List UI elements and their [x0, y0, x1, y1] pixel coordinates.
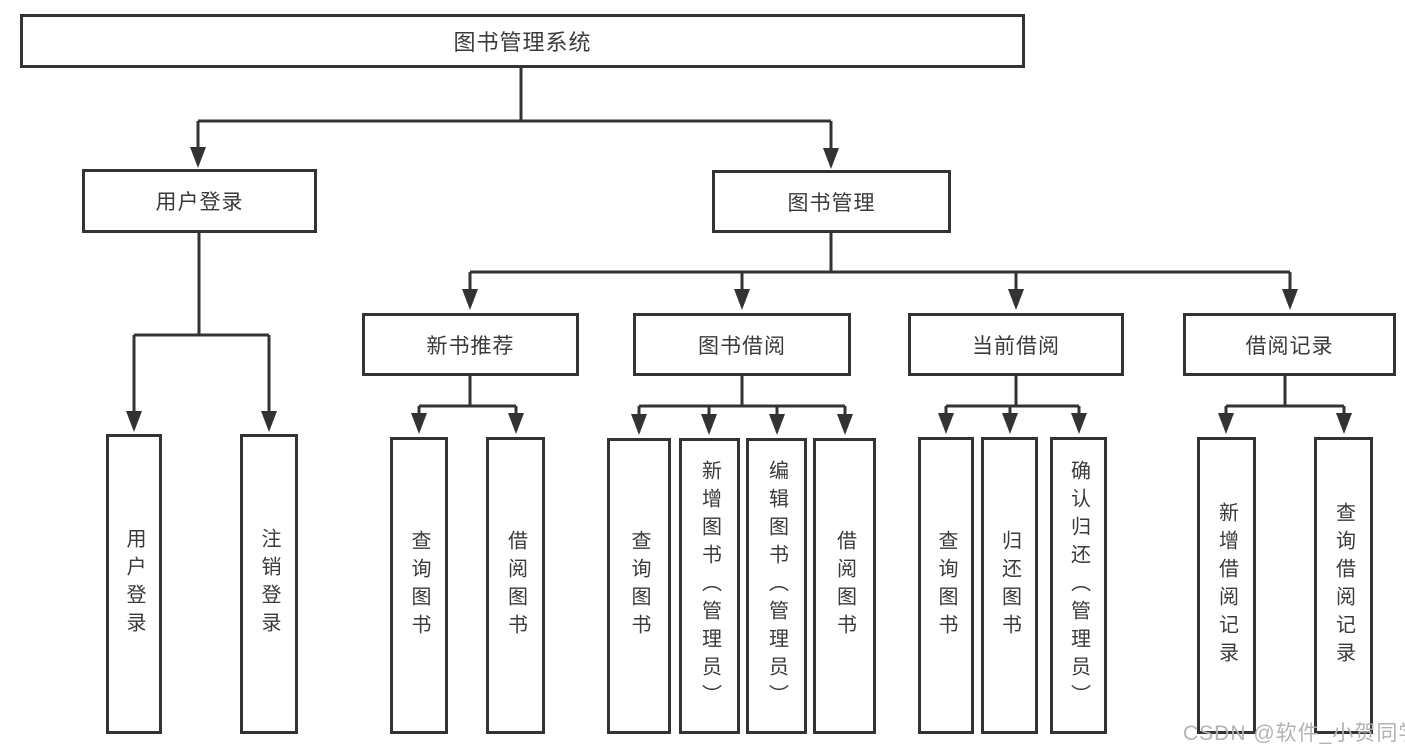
leaf-user-login: 用户登录: [106, 434, 162, 734]
node-user-login: 用户登录: [82, 169, 317, 233]
leaf-return-books: 归还图书: [981, 437, 1038, 734]
arrowheads-newbook-leaves: [411, 413, 524, 434]
leaf-label: 查询图书: [408, 529, 430, 642]
node-book-borrowing: 图书借阅: [633, 313, 851, 376]
leaf-label: 确认归还（管理员）: [1067, 459, 1090, 712]
leaf-label: 用户登录: [123, 528, 145, 640]
leaf-label: 新增图书（管理员）: [698, 460, 721, 712]
connector-records-to-leaves: [1224, 376, 1346, 415]
leaf-add-books-admin: 新增图书（管理员）: [679, 438, 740, 734]
connector-bookborrow-to-leaves: [637, 376, 847, 416]
connector-newbook-to-leaves: [417, 376, 518, 415]
arrowheads-level3: [462, 289, 1298, 310]
connector-userlogin-to-leaves: [132, 233, 271, 413]
node-library-management-system: 图书管理系统: [20, 14, 1025, 68]
leaf-label: 查询图书: [628, 530, 650, 642]
node-label: 图书管理: [787, 191, 876, 215]
arrowheads-current-leaves: [938, 413, 1087, 434]
arrowheads-level2: [190, 147, 839, 169]
leaf-borrow-books-2: 借阅图书: [813, 438, 876, 734]
leaf-label: 新增借阅记录: [1215, 501, 1238, 670]
leaf-label: 借阅图书: [833, 530, 856, 642]
connector-root-to-level2: [196, 66, 833, 151]
node-label: 用户登录: [155, 191, 244, 214]
node-label: 借阅记录: [1245, 334, 1334, 358]
leaf-query-borrow-record: 查询借阅记录: [1314, 437, 1373, 734]
leaf-confirm-return-admin: 确认归还（管理员）: [1050, 437, 1107, 734]
leaf-borrow-books-1: 借阅图书: [486, 437, 545, 734]
node-current-borrowing: 当前借阅: [908, 313, 1124, 376]
leaf-query-books-2: 查询图书: [607, 438, 671, 734]
arrowheads-records-leaves: [1218, 413, 1352, 434]
leaf-label: 注销登录: [258, 528, 280, 640]
arrowheads-userlogin-leaves: [126, 411, 277, 432]
leaf-label: 查询图书: [935, 529, 957, 642]
leaf-add-borrow-record: 新增借阅记录: [1197, 437, 1256, 734]
leaf-query-books-1: 查询图书: [390, 437, 448, 734]
leaf-query-books-3: 查询图书: [918, 437, 974, 734]
node-label: 当前借阅: [972, 334, 1060, 358]
leaf-label: 归还图书: [998, 529, 1021, 642]
connector-bookmgmt-to-level3: [468, 233, 1292, 291]
leaf-logout: 注销登录: [240, 434, 298, 734]
node-book-management: 图书管理: [712, 170, 951, 233]
leaf-label: 编辑图书（管理员）: [765, 460, 788, 712]
csdn-watermark: CSDN @软件_小贺同学: [1183, 722, 1405, 745]
leaf-label: 借阅图书: [504, 529, 527, 642]
arrowheads-bookborrow-leaves: [631, 414, 853, 435]
node-label: 图书管理系统: [453, 30, 592, 55]
node-label: 新书推荐: [426, 334, 515, 358]
node-new-book-recommendation: 新书推荐: [362, 313, 579, 376]
node-label: 图书借阅: [698, 334, 786, 358]
node-borrowing-records: 借阅记录: [1183, 313, 1396, 376]
leaf-edit-books-admin: 编辑图书（管理员）: [746, 438, 807, 734]
leaf-label: 查询借阅记录: [1332, 501, 1355, 670]
connector-current-to-leaves: [944, 376, 1081, 415]
